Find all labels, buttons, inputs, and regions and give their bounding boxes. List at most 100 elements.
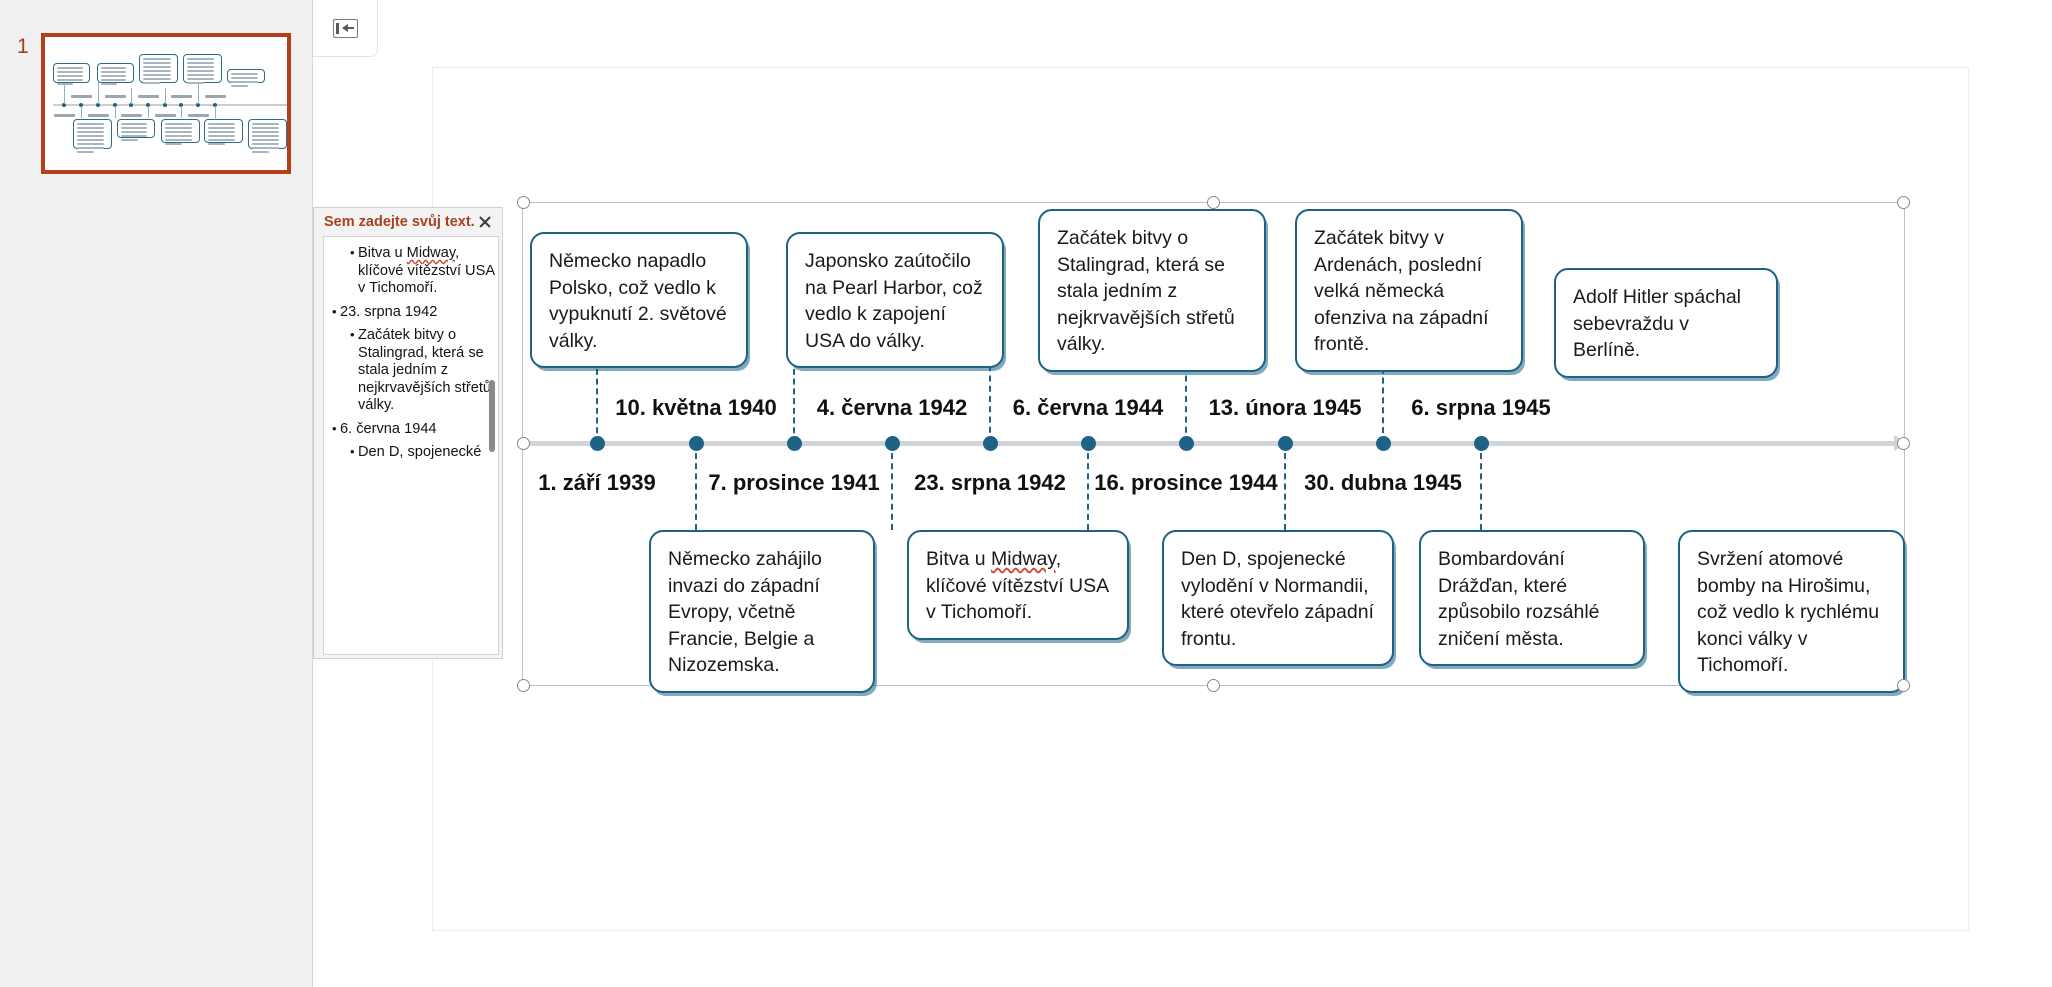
- thumbnail-connector: [164, 87, 166, 104]
- timeline-node-dot[interactable]: [589, 436, 605, 451]
- thumbnail-event-box-top: [96, 63, 134, 86]
- timeline-connector-line: [596, 330, 598, 443]
- text-pane-list-item[interactable]: •Den D, spojenecké: [324, 444, 496, 462]
- timeline-date-label[interactable]: 16. prosince 1944: [1094, 470, 1278, 495]
- selection-handle[interactable]: [1207, 679, 1220, 692]
- text-pane-list-item[interactable]: •Bitva u Midway, klíčové vítězství USA v…: [324, 245, 496, 298]
- spellcheck-underlined-word: Midway: [406, 245, 456, 261]
- timeline-node-dot[interactable]: [1080, 436, 1096, 451]
- timeline-date-label[interactable]: 4. června 1942: [816, 395, 968, 420]
- timeline-date-label[interactable]: 13. února 1945: [1208, 395, 1362, 420]
- timeline-event-box-bottom[interactable]: Bitva u Midway, klíčové vítězství USA v …: [907, 530, 1129, 640]
- timeline-event-box-bottom[interactable]: Německo zahájilo invazi do západní Evrop…: [649, 530, 875, 693]
- thumbnail-node-dot: [62, 103, 67, 107]
- text-pane-item-text: 6. června 1944: [340, 420, 437, 437]
- thumbnail-event-box-bottom: [204, 119, 243, 145]
- thumbnail-date-label: [154, 114, 176, 117]
- timeline-node-dot[interactable]: [884, 436, 900, 451]
- timeline-event-box-top[interactable]: Adolf Hitler spáchal sebevraždu v Berlín…: [1554, 268, 1778, 378]
- timeline-event-box-bottom[interactable]: Svržení atomové bomby na Hirošimu, což v…: [1678, 530, 1905, 693]
- timeline-node-dot[interactable]: [1277, 436, 1293, 451]
- thumbnail-text-lines: [77, 123, 107, 155]
- timeline-date-label[interactable]: 7. prosince 1941: [708, 470, 880, 495]
- thumbnail-event-box-bottom: [73, 119, 112, 153]
- collapse-icon-arrow: [341, 24, 348, 32]
- timeline-connector-line: [1480, 443, 1482, 530]
- smartart-text-pane[interactable]: Sem zadejte svůj text. •Bitva u Midway, …: [313, 207, 503, 659]
- text-pane-item-text: Den D, spojenecké: [358, 444, 482, 460]
- selection-handle[interactable]: [517, 196, 530, 209]
- timeline-event-box-top[interactable]: Začátek bitvy o Stalingrad, která se sta…: [1038, 209, 1266, 372]
- thumbnail-date-label: [71, 95, 93, 98]
- thumbnail-text-lines: [100, 67, 130, 87]
- thumbnail-connector: [214, 106, 216, 118]
- text-pane-title: Sem zadejte svůj text.: [324, 213, 475, 230]
- thumbnail-event-box-bottom: [117, 119, 155, 141]
- thumbnail-connector: [147, 106, 149, 118]
- thumbnail-date-label: [188, 114, 210, 117]
- thumbnail-text-lines: [164, 123, 196, 147]
- thumbnail-connector: [114, 106, 116, 118]
- collapse-pane-icon[interactable]: [332, 18, 358, 38]
- timeline-date-label[interactable]: 6. srpna 1945: [1411, 395, 1551, 420]
- thumbnail-date-label: [171, 95, 193, 98]
- selection-handle[interactable]: [1207, 196, 1220, 209]
- slide-number-label: 1: [17, 35, 29, 58]
- close-icon[interactable]: [476, 213, 494, 231]
- selection-handle[interactable]: [517, 679, 530, 692]
- selection-handle[interactable]: [1897, 437, 1910, 450]
- text-pane-body[interactable]: •Bitva u Midway, klíčové vítězství USA v…: [323, 236, 499, 655]
- slide-thumbnail-1[interactable]: [41, 33, 291, 174]
- text-pane-item-text: Začátek bitvy o Stalingrad, která se sta…: [358, 327, 492, 413]
- thumbnail-node-dot: [145, 103, 150, 107]
- timeline-date-label[interactable]: 1. září 1939: [538, 470, 656, 495]
- text-pane-scrollbar[interactable]: [489, 243, 495, 654]
- thumbnail-text-lines: [187, 57, 218, 86]
- timeline-connector-line: [695, 443, 697, 530]
- selection-handle[interactable]: [1897, 679, 1910, 692]
- collapse-icon-bar: [335, 22, 339, 34]
- selection-handle[interactable]: [1897, 196, 1910, 209]
- thumbnail-date-label: [121, 114, 143, 117]
- thumbnail-node-dot: [196, 103, 201, 107]
- slide-thumbnail-rail: 1: [0, 0, 313, 987]
- timeline-event-box-top[interactable]: Japonsko zaútočilo na Pearl Harbor, což …: [786, 232, 1004, 369]
- timeline-node-dot[interactable]: [688, 436, 704, 451]
- thumbnail-date-label: [137, 95, 159, 98]
- timeline-date-label[interactable]: 30. dubna 1945: [1304, 470, 1462, 495]
- collapse-pane-tab[interactable]: [313, 0, 378, 57]
- thumbnail-text-lines: [143, 57, 174, 86]
- thumbnail-text-lines: [208, 123, 238, 147]
- text-pane-list-item[interactable]: •6. června 1944: [324, 421, 496, 439]
- timeline-node-dot[interactable]: [1473, 436, 1489, 451]
- thumbnail-event-box-top: [53, 63, 91, 86]
- timeline-event-box-bottom[interactable]: Bombardování Drážďan, které způsobilo ro…: [1419, 530, 1645, 667]
- thumbnail-text-lines: [57, 67, 86, 87]
- thumbnail-event-box-top: [139, 53, 179, 86]
- timeline-connector-line: [1087, 443, 1089, 530]
- timeline-node-dot[interactable]: [1178, 436, 1194, 451]
- bullet-icon: •: [350, 245, 355, 260]
- timeline-date-label[interactable]: 23. srpna 1942: [914, 470, 1066, 495]
- timeline-node-dot[interactable]: [982, 436, 998, 451]
- thumbnail-node-dot: [162, 103, 167, 107]
- timeline-date-label[interactable]: 6. června 1944: [1012, 395, 1164, 420]
- timeline-event-box-bottom[interactable]: Den D, spojenecké vylodění v Normandii, …: [1162, 530, 1394, 667]
- bullet-icon: •: [332, 303, 337, 319]
- timeline-date-label[interactable]: 10. května 1940: [615, 395, 777, 420]
- text-pane-outline-list[interactable]: •Bitva u Midway, klíčové vítězství USA v…: [324, 237, 498, 462]
- thumbnail-node-dot: [112, 103, 117, 107]
- thumbnail-event-box-top: [183, 53, 222, 86]
- text-pane-item-text: 23. srpna 1942: [340, 303, 438, 320]
- timeline-connector-line: [1284, 443, 1286, 530]
- text-pane-list-item[interactable]: •23. srpna 1942: [324, 304, 496, 322]
- timeline-node-dot[interactable]: [1375, 436, 1391, 451]
- timeline-event-box-top[interactable]: Německo napadlo Polsko, což vedlo k vypu…: [530, 232, 748, 369]
- thumbnail-date-label: [204, 95, 226, 98]
- selection-handle[interactable]: [517, 437, 530, 450]
- timeline-event-box-top[interactable]: Začátek bitvy v Ardenách, poslední velká…: [1295, 209, 1523, 372]
- text-pane-list-item[interactable]: •Začátek bitvy o Stalingrad, která se st…: [324, 327, 496, 415]
- text-pane-scrollbar-thumb[interactable]: [489, 380, 495, 452]
- thumbnail-connector: [97, 82, 99, 104]
- timeline-node-dot[interactable]: [786, 436, 802, 451]
